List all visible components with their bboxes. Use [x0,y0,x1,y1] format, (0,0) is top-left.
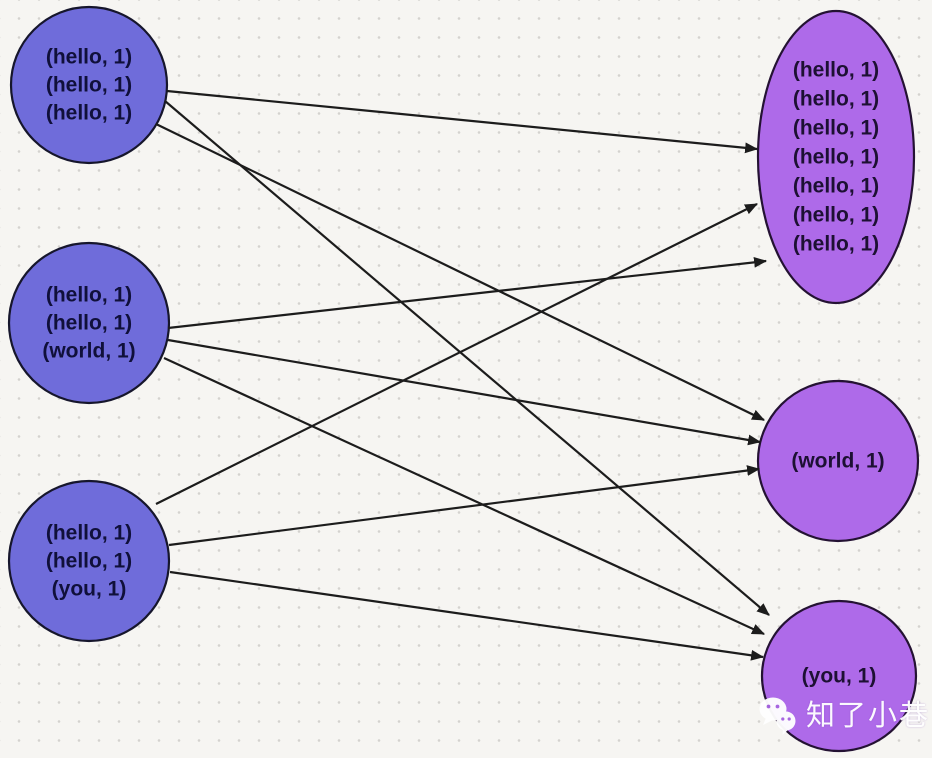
edges-layer [155,89,770,661]
node-mapper-3: (hello, 1)(hello, 1)(you, 1) [7,479,171,643]
edge-mapper-3-to-reducer-you [169,570,765,661]
node-mapper-1: (hello, 1)(hello, 1)(hello, 1) [9,5,169,165]
node-label-reducer-world: (world, 1) [791,450,884,473]
edge-mapper-1-to-reducer-hello [166,89,759,154]
node-mapper-2: (hello, 1)(hello, 1)(world, 1) [7,241,171,405]
nodes-layer: (hello, 1)(hello, 1)(hello, 1) (hello, 1)… [7,5,920,753]
node-label-reducer-hello: (hello, 1)(hello, 1)(hello, 1)(hello, 1)… [793,59,879,256]
node-label-reducer-you: (you, 1) [802,665,877,688]
node-label-mapper-2: (hello, 1)(hello, 1)(world, 1) [42,284,135,363]
node-reducer-you: (you, 1) [760,599,918,753]
node-shape-reducer-you [760,599,918,753]
node-shape-mapper-1 [9,5,169,165]
node-shape-mapper-2 [7,241,171,405]
edge-mapper-2-to-reducer-world [167,338,762,446]
edge-mapper-2-to-reducer-you [163,357,765,635]
edge-mapper-1-to-reducer-you [164,100,770,616]
node-shape-mapper-3 [7,479,171,643]
node-shape-reducer-hello [756,9,916,305]
edge-mapper-3-to-reducer-hello [155,203,758,505]
node-shape-reducer-world [756,379,920,543]
edge-mapper-3-to-reducer-world [168,465,761,547]
node-label-mapper-3: (hello, 1)(hello, 1)(you, 1) [46,522,132,601]
node-label-mapper-1: (hello, 1)(hello, 1)(hello, 1) [46,46,132,125]
node-reducer-world: (world, 1) [756,379,920,543]
edge-mapper-1-to-reducer-world [155,123,765,421]
edge-mapper-2-to-reducer-hello [167,256,768,330]
node-reducer-hello: (hello, 1)(hello, 1)(hello, 1)(hello, 1)… [756,9,916,305]
